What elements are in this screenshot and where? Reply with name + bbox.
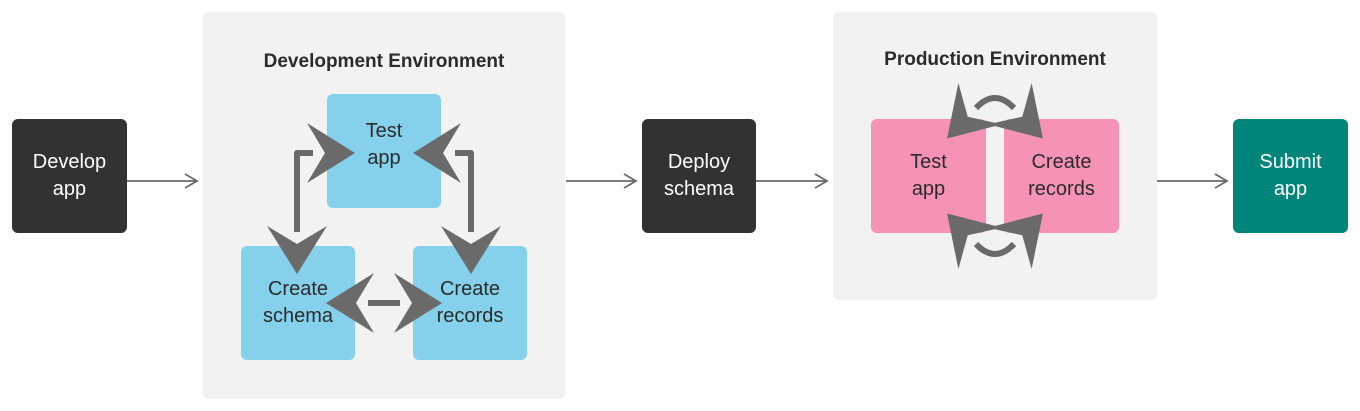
develop-app-box: Develop app (12, 119, 127, 233)
submit-app-line1: Submit (1259, 151, 1322, 173)
prod-test-app-line2: app (911, 178, 946, 200)
submit-app-line2: app (1273, 178, 1308, 200)
prod-create-records-line1: Create (1031, 151, 1092, 173)
develop-app-line2: app (52, 178, 87, 200)
deploy-schema-line2: schema (663, 178, 735, 200)
dev-test-app-line1: Test (365, 120, 403, 142)
dev-create-records-box: Create records (413, 246, 527, 360)
dev-create-schema-line2: schema (262, 305, 334, 327)
deploy-schema-box: Deploy schema (642, 119, 756, 233)
prod-create-records-box: Create records (1004, 119, 1119, 233)
develop-app-line1: Develop (32, 151, 107, 173)
deploy-schema-line1: Deploy (667, 151, 731, 173)
dev-test-app-box: Test app (327, 94, 441, 208)
prod-create-records-line2: records (1028, 178, 1095, 200)
production-environment-title: Production Environment (884, 49, 1106, 70)
dev-create-records-line2: records (436, 305, 504, 327)
dev-test-app-line2: app (367, 147, 401, 169)
prod-test-app-line1: Test (910, 151, 947, 173)
submit-app-box: Submit app (1233, 119, 1348, 233)
development-environment-title: Development Environment (263, 51, 505, 72)
dev-create-schema-box: Create schema (241, 246, 355, 360)
dev-create-records-line1: Create (439, 278, 500, 300)
prod-test-app-box: Test app (871, 119, 986, 233)
dev-create-schema-line1: Create (267, 278, 329, 300)
